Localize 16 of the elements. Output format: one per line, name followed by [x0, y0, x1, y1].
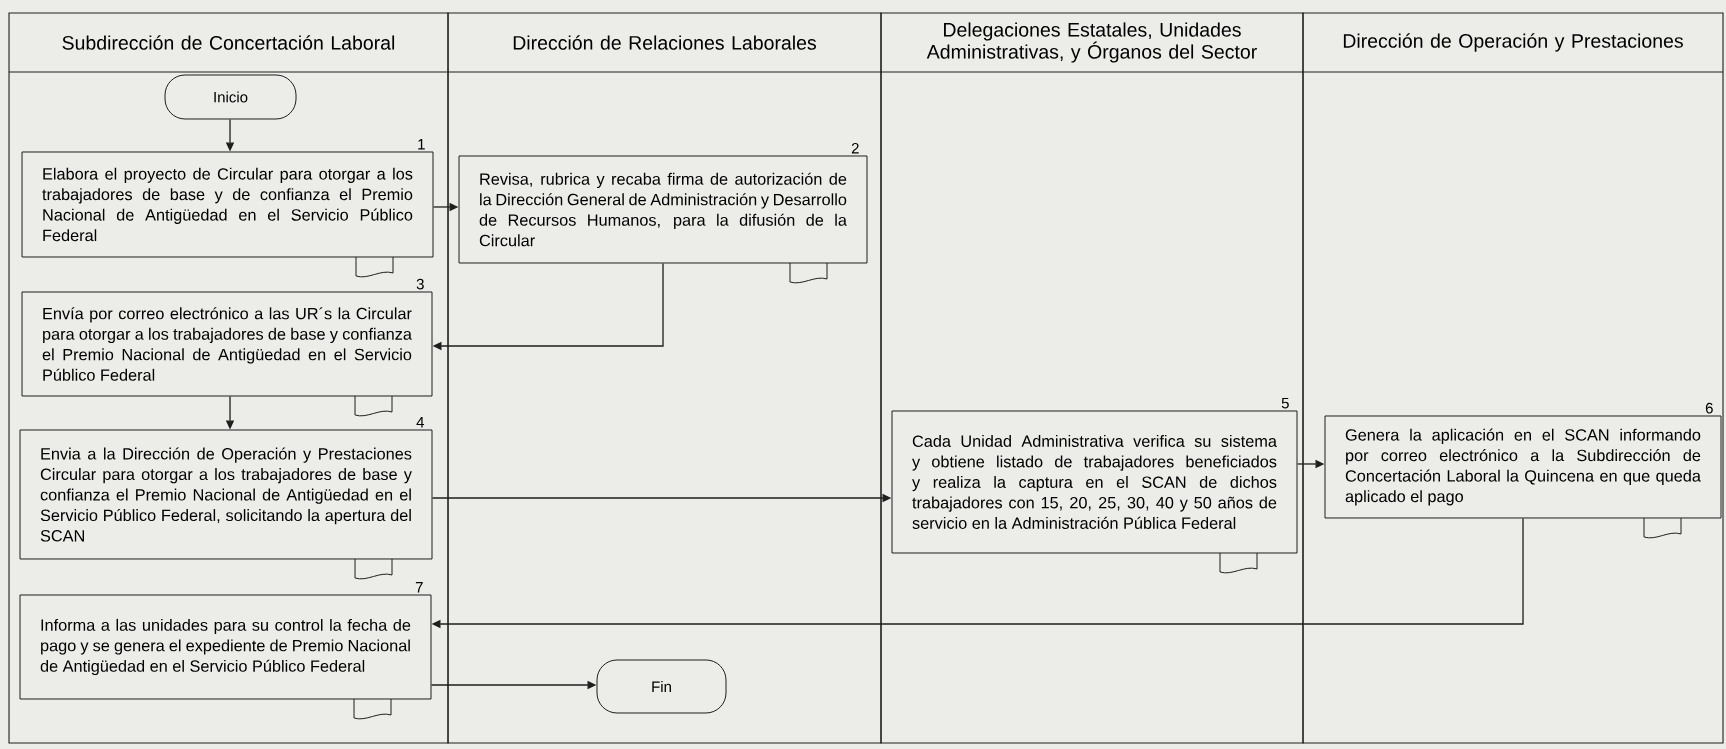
step-number: 1 — [418, 139, 425, 150]
process-box: Genera la aplicación en el SCAN informando por correo electrónico a la Subdirección de Concertación Laboral la Quincena en que queda aplicado el pago — [1324, 415, 1722, 519]
step-number: 6 — [1705, 402, 1713, 414]
process-box: Envia a la Dirección de Operación y Prestaciones Circular para otorgar a los trabajadores de base y confianza el Premio Nacional de Antigüedad en el Servicio Público Federal, solicitando la apertura del SCAN — [19, 429, 433, 560]
process-box: Envía por correo electrónico a las UR´s la Circular para otorgar a los trabajadores de base y confianza el Premio Nacional de Antigüedad en el Servicio Público Federal — [21, 291, 433, 397]
terminator: Inicio — [164, 74, 297, 120]
process-box: Cada Unidad Administrativa verifica su sistema y obtiene listado de trabajadores beneficiados y realiza la captura en el SCAN de dichos trabajadores con 15, 20, 25, 30, 40 y 50 años de servicio en la Administración Pública Federal — [891, 410, 1298, 554]
step-number: 3 — [416, 278, 424, 290]
process-box: Revisa, rubrica y recaba firma de autorización de la Dirección General de Administración y Desarrollo de Recursos Humanos, para la difusión de la Circular — [458, 155, 868, 264]
step-number: 2 — [851, 142, 859, 154]
step-number: 4 — [416, 417, 425, 428]
step-number: 7 — [415, 582, 423, 593]
terminator: Fin — [596, 659, 727, 714]
process-box: Elabora el proyecto de Circular para otorgar a los trabajadores de base y de confianza el Premio Nacional de Antigüedad en el Servicio Público Federal — [21, 151, 434, 258]
step-number: 5 — [1281, 397, 1289, 409]
process-box: Informa a las unidades para su control la fecha de pago y se genera el expediente de Premio Nacional de Antigüedad en el Servicio Público Federal — [19, 594, 432, 700]
